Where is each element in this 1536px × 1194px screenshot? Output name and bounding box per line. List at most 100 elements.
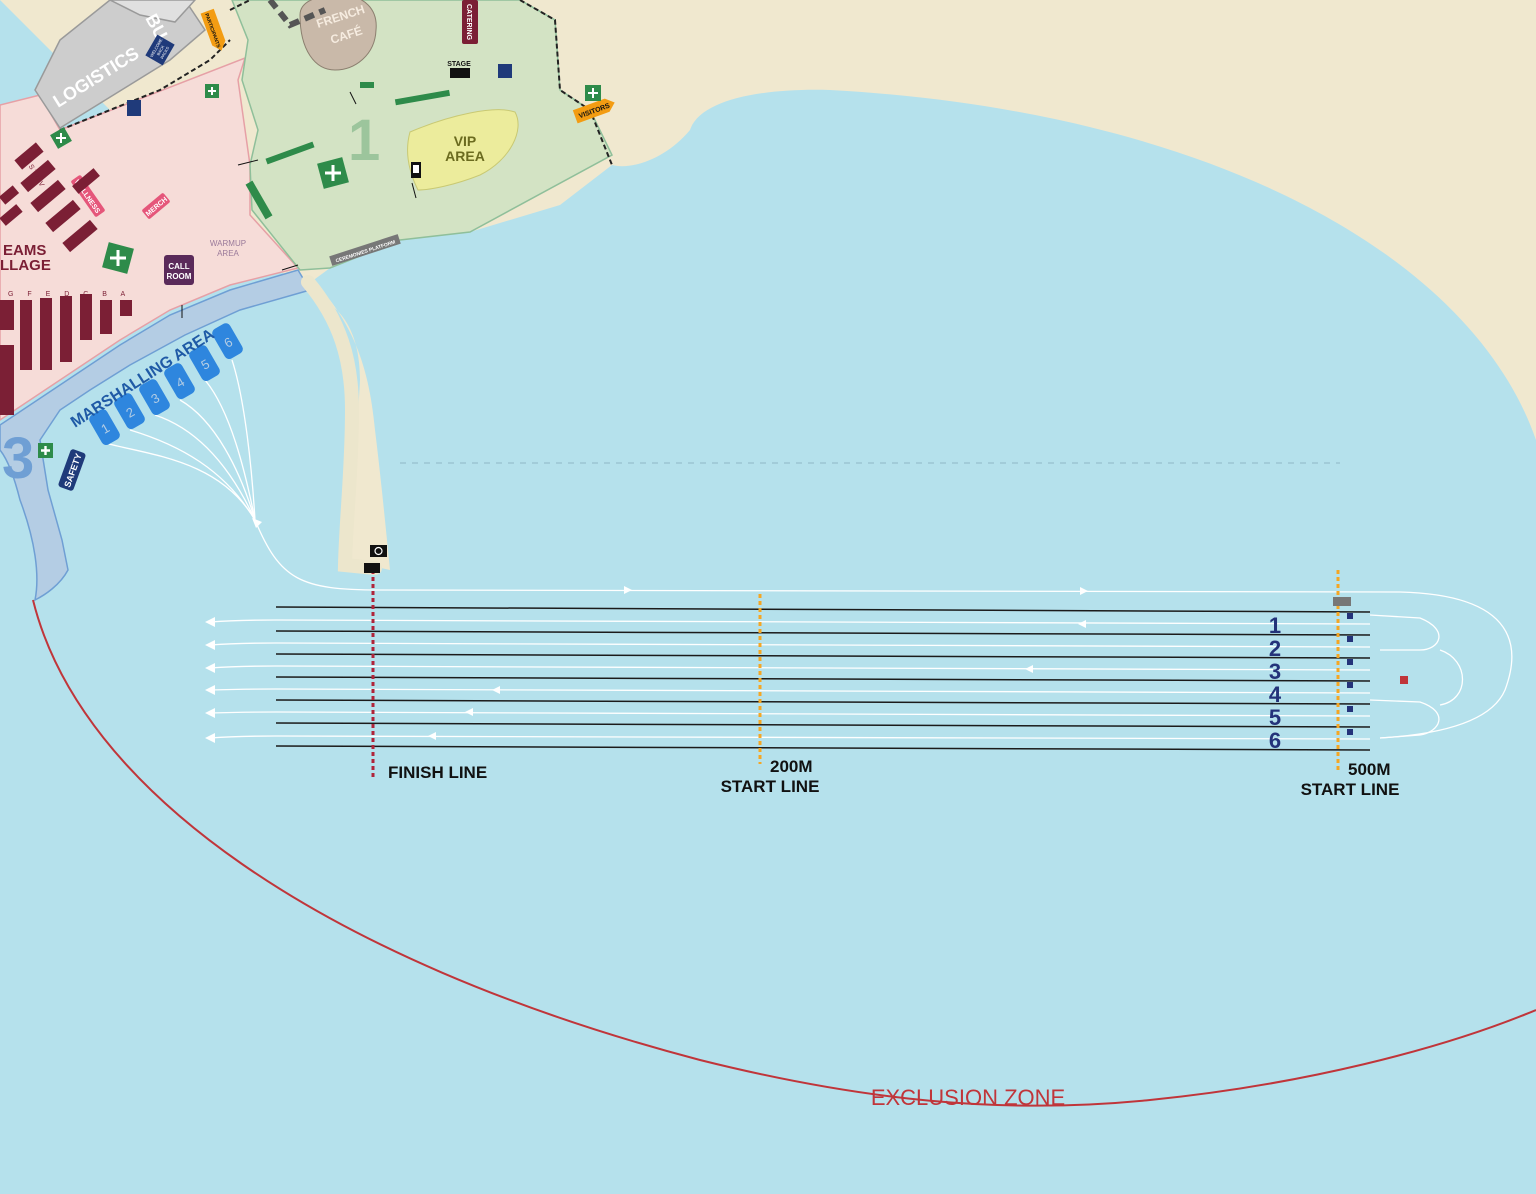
flow-path	[104, 442, 256, 521]
marker-buoy	[1400, 676, 1408, 684]
flow-path	[231, 359, 256, 521]
lane-line	[275, 653, 1371, 659]
lane-line	[275, 676, 1371, 682]
direction-arrow-icon	[1078, 620, 1086, 628]
flow-path	[1369, 699, 1440, 739]
vip-area-label: VIP	[454, 133, 477, 149]
flow-path	[179, 399, 256, 521]
warmup-area-label-line2: AREA	[217, 249, 239, 258]
first-aid-icon	[102, 242, 134, 274]
start-tower	[1333, 597, 1351, 606]
start-blocks	[1347, 613, 1353, 735]
finish-tower-pier	[301, 275, 382, 575]
first-aid-icon	[50, 127, 72, 149]
direction-arrow-icon	[205, 708, 215, 718]
start-500m-label: 500M	[1348, 760, 1391, 779]
flow-path	[254, 519, 1513, 739]
teams-village-label-line2: LLAGE	[0, 257, 51, 274]
phone-icon	[411, 162, 421, 178]
pontoon: 4	[164, 363, 195, 400]
toilets-icon	[127, 64, 512, 116]
flow-path	[209, 665, 277, 669]
tent-row-letters-bottom: G F E D C B A	[8, 291, 131, 298]
teams-village-label: EAMS	[3, 242, 46, 259]
access-arrow	[237, 159, 259, 166]
direction-arrow-icon	[205, 663, 215, 673]
svg-text:ROOM: ROOM	[167, 272, 192, 281]
lane-number: 4	[1269, 682, 1282, 707]
zone-1-number: 1	[348, 108, 380, 173]
start-200m-sublabel: START LINE	[721, 777, 820, 796]
lane-line	[275, 630, 1371, 636]
direction-arrow-icon	[465, 708, 473, 716]
traffic-flow	[104, 359, 1513, 740]
pontoon: 1	[89, 409, 120, 446]
flow-path	[275, 619, 1371, 625]
vip-area-label-line2: AREA	[445, 148, 485, 164]
camera-icon	[370, 545, 387, 557]
flow-path	[204, 379, 256, 521]
start-500m-sublabel: START LINE	[1301, 780, 1400, 799]
marshalling-area-zone	[0, 269, 312, 602]
direction-arrow-icon	[205, 685, 215, 695]
svg-text:STAGE: STAGE	[447, 61, 471, 68]
access-arrows	[181, 91, 417, 318]
flow-path	[275, 735, 1371, 740]
first-aid-icon	[585, 85, 601, 101]
pontoon: 3	[139, 379, 170, 416]
tent-grid	[0, 142, 132, 415]
direction-arrow-icon	[205, 640, 215, 650]
exclusion-zone-boundary	[32, 599, 1536, 1107]
exclusion-zone-label: EXCLUSION ZONE	[871, 1085, 1065, 1110]
finish-tower	[364, 563, 380, 573]
call-room-badge: CALL ROOM	[164, 255, 194, 285]
direction-arrow-icon	[624, 586, 632, 594]
flow-path	[154, 414, 256, 521]
start-block	[1347, 636, 1353, 642]
svg-text:CALL: CALL	[168, 262, 189, 271]
stage-icon: STAGE	[447, 61, 471, 78]
lane-line	[275, 745, 1371, 751]
svg-text:PACKS: PACKS	[159, 45, 170, 59]
flow-path	[209, 711, 277, 714]
flow-path	[1369, 614, 1440, 651]
lane-number: 6	[1269, 728, 1281, 753]
start-block	[1347, 659, 1353, 665]
svg-text:BACK: BACK	[156, 44, 166, 56]
first-aid-icon	[38, 443, 53, 458]
lane-number: 3	[1269, 659, 1281, 684]
pontoon: 6	[212, 323, 243, 360]
flow-path	[209, 642, 277, 646]
direction-arrow-icon	[205, 733, 215, 743]
fence-dashes	[267, 0, 327, 29]
svg-text:CATERING: CATERING	[465, 4, 472, 41]
flow-path	[275, 688, 1371, 694]
start-block	[1347, 706, 1353, 712]
flow-path	[275, 642, 1371, 648]
access-arrow	[349, 91, 357, 105]
access-arrow	[411, 182, 417, 199]
first-aid-icons	[50, 84, 601, 274]
pontoon: 5	[189, 345, 220, 382]
zone-3-number: 3	[2, 426, 34, 491]
warmup-area-label: WARMUP	[210, 239, 246, 248]
vip-area-zone	[407, 109, 519, 191]
flow-path	[129, 429, 256, 521]
direction-arrow-icon	[252, 518, 262, 528]
lane-line	[275, 722, 1371, 728]
catering-badge: CATERING	[462, 0, 478, 44]
direction-arrow-icon	[428, 732, 436, 740]
tent-rows-green	[245, 82, 451, 220]
pontoons: 1 2 3 4 5 6	[89, 323, 243, 446]
direction-arrows	[205, 518, 1088, 743]
flow-path	[275, 665, 1371, 671]
pontoon: 2	[114, 393, 145, 430]
access-arrow	[281, 264, 299, 271]
lane-number: 1	[1269, 613, 1281, 638]
direction-arrow-icon	[1080, 587, 1088, 595]
french-cafe-zone	[299, 0, 377, 71]
lane-lines	[275, 606, 1371, 751]
lane-line	[275, 699, 1371, 705]
flow-path	[275, 711, 1371, 717]
